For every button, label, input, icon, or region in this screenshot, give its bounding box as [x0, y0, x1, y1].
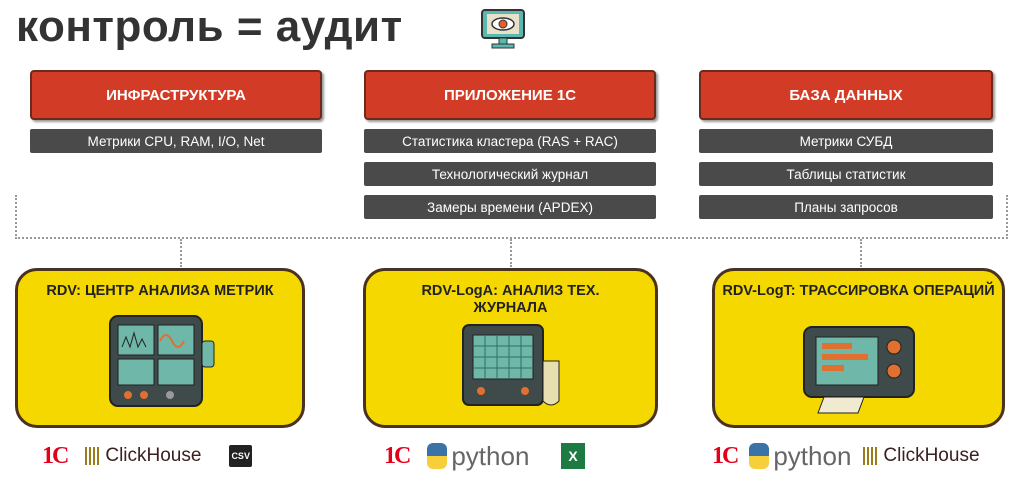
excel-icon: X [561, 443, 585, 469]
logo-clickhouse: ClickHouse [85, 445, 201, 467]
tool-card-rdv-loga: RDV-LogA: АНАЛИЗ ТЕХ. ЖУРНАЛА [363, 268, 658, 428]
item-tech-journal: Технологический журнал [364, 162, 656, 186]
item-query-plans: Планы запросов [699, 195, 993, 219]
logo-clickhouse: ClickHouse [863, 445, 980, 467]
metrics-console-icon [109, 315, 215, 407]
header-database: БАЗА ДАННЫХ [699, 70, 993, 120]
tool-title: RDV: ЦЕНТР АНАЛИЗА МЕТРИК [46, 283, 274, 299]
tool-card-rdv: RDV: ЦЕНТР АНАЛИЗА МЕТРИК [15, 268, 305, 428]
header-application-1c: ПРИЛОЖЕНИЕ 1С [364, 70, 656, 120]
connector-bracket [15, 195, 1008, 239]
connector-line [510, 239, 512, 267]
item-stat-tables: Таблицы статистик [699, 162, 993, 186]
item-cluster-stats: Статистика кластера (RAS + RAC) [364, 129, 656, 153]
page-title: контроль = аудит [16, 2, 403, 51]
tracing-console-icon [802, 326, 915, 414]
csv-file-icon: CSV [229, 445, 252, 467]
item-infra-metrics: Метрики CPU, RAM, I/O, Net [30, 129, 322, 153]
header-infrastructure: ИНФРАСТРУКТУРА [30, 70, 322, 120]
connector-line [860, 239, 862, 267]
logo-1c: 1С [42, 442, 69, 469]
logo-python: python [749, 441, 851, 472]
logos-rdv-logt: 1С python ClickHouse [712, 440, 980, 472]
logos-rdv: 1С ClickHouse CSV [42, 440, 252, 472]
monitor-eye-icon [481, 9, 525, 49]
logo-1c: 1С [712, 442, 739, 469]
logo-1c: 1С [384, 442, 411, 469]
item-apdex: Замеры времени (APDEX) [364, 195, 656, 219]
connector-line [180, 239, 182, 267]
tool-card-rdv-logt: RDV-LogT: ТРАССИРОВКА ОПЕРАЦИЙ [712, 268, 1005, 428]
tool-title: RDV-LogT: ТРАССИРОВКА ОПЕРАЦИЙ [722, 283, 995, 299]
logo-python: python [427, 441, 529, 472]
log-analyzer-icon [461, 324, 559, 406]
tool-title: RDV-LogA: АНАЛИЗ ТЕХ. ЖУРНАЛА [421, 283, 600, 316]
item-dbms-metrics: Метрики СУБД [699, 129, 993, 153]
logos-rdv-loga: 1С python X [384, 440, 585, 472]
